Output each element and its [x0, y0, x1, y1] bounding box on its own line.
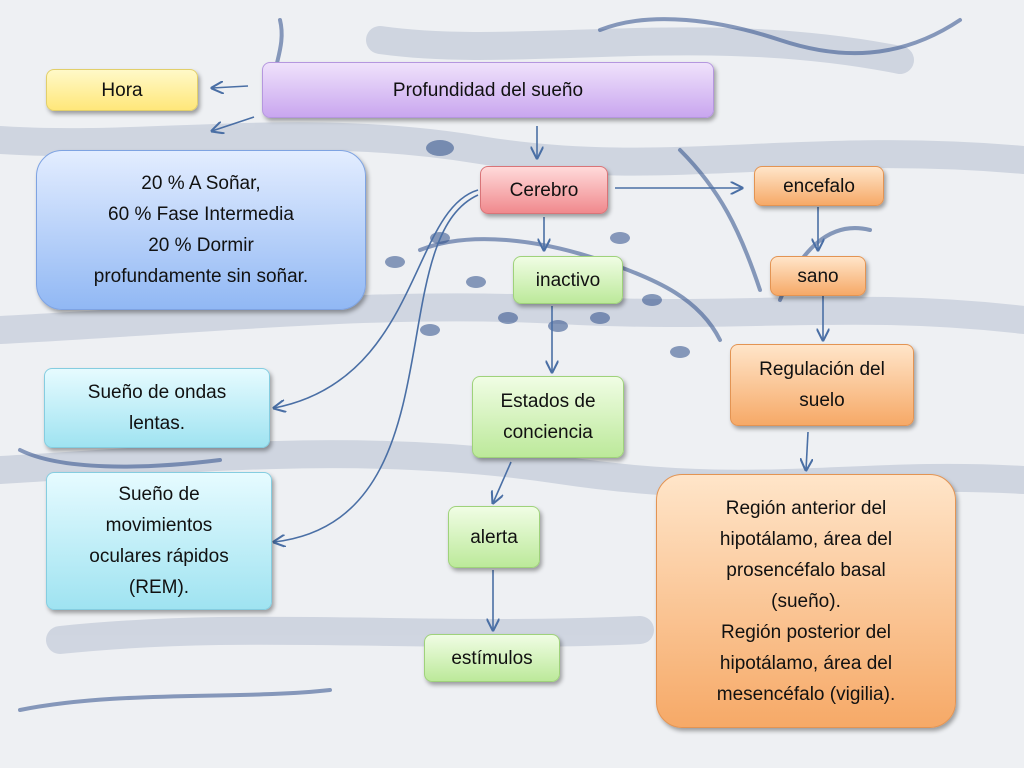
node-sueno-rem: Sueño de movimientos oculares rápidos (R… [46, 472, 272, 610]
node-hora: Hora [46, 69, 198, 111]
node-sano: sano [770, 256, 866, 296]
node-profundidad-del-sueno: Profundidad del sueño [262, 62, 714, 118]
node-estados-de-conciencia: Estados de conciencia [472, 376, 624, 458]
node-sueno-ondas-lentas: Sueño de ondas lentas. [44, 368, 270, 448]
node-alerta: alerta [448, 506, 540, 568]
node-estimulos: estímulos [424, 634, 560, 682]
node-inactivo: inactivo [513, 256, 623, 304]
node-region-hipotalamo: Región anterior del hipotálamo, área del… [656, 474, 956, 728]
node-encefalo: encefalo [754, 166, 884, 206]
node-regulacion-del-suelo: Regulación del suelo [730, 344, 914, 426]
node-cerebro: Cerebro [480, 166, 608, 214]
node-porcentajes-sueno: 20 % A Soñar, 60 % Fase Intermedia 20 % … [36, 150, 366, 310]
